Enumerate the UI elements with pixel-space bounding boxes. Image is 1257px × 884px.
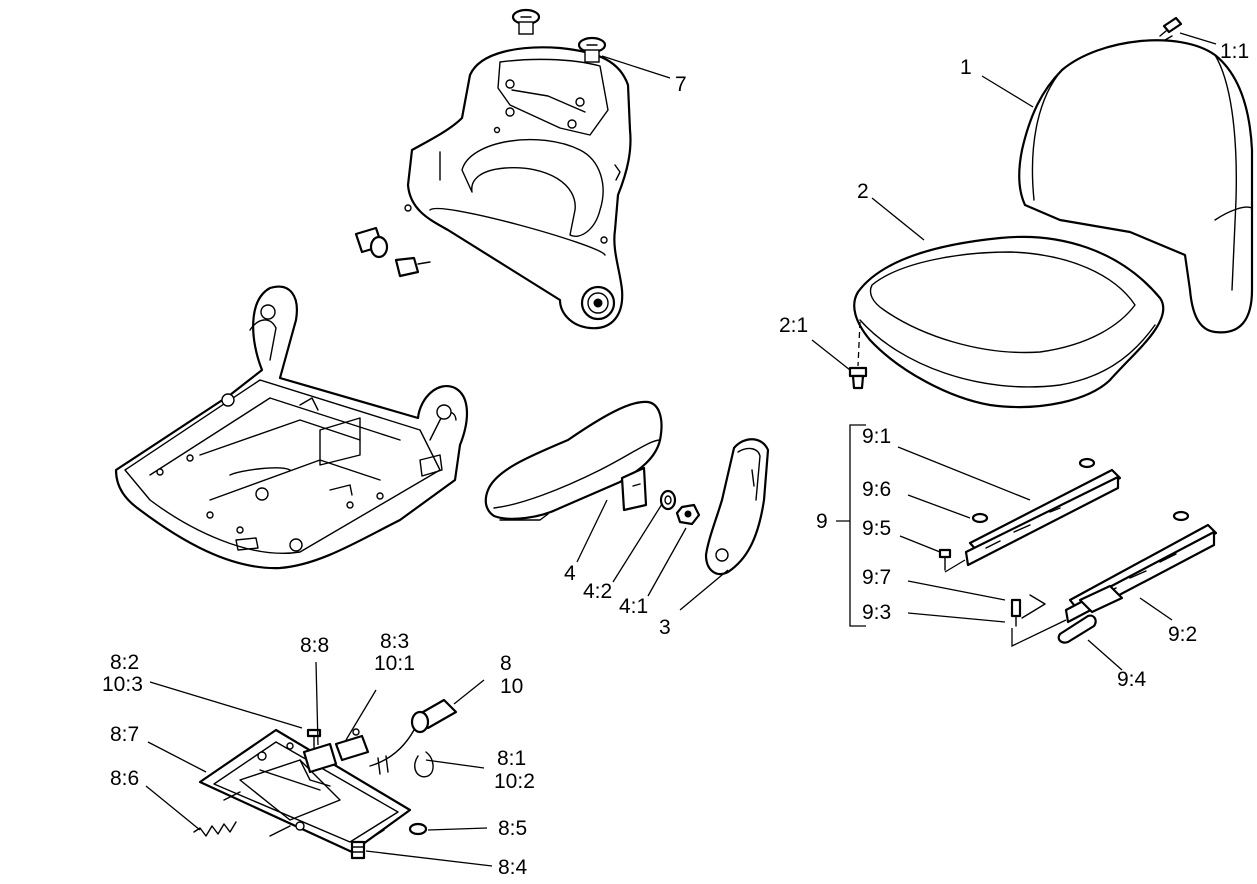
callout-7: 7 [675,73,687,96]
leader-lines [145,32,1217,867]
screw-2-1 [848,321,868,390]
callout-8-7: 8:7 [110,723,139,746]
rod-9-3 [1010,594,1046,627]
callout-1-1: 1:1 [1220,40,1249,63]
callout-8-5: 8:5 [498,817,527,840]
callout-4: 4 [564,562,576,585]
bolt-9-5 [938,548,952,571]
switch-8-3 [334,728,370,762]
spring-8-4 [350,840,366,860]
callout-3: 3 [659,616,671,639]
group-bracket-9 [836,424,866,627]
callout-10-3: 10:3 [102,673,143,696]
seat-cushion [853,235,1165,409]
release-lever-9-4 [1057,614,1097,644]
callout-8-3: 8:3 [380,630,409,653]
screw-1-1 [1159,16,1183,37]
callout-9: 9 [816,510,828,533]
callout-labels: 1:1 1 2 2:1 7 4 4:2 4:1 3 9 9:1 9:6 9:5 … [102,40,1249,879]
callout-9-6: 9:6 [862,478,891,501]
pivot-bushing-and-bolt [354,226,431,278]
callout-8-6: 8:6 [110,767,139,790]
switch-block-8-8 [302,742,338,774]
callout-2: 2 [857,180,869,203]
spring-8-6 [193,821,237,837]
backrest-cushion [1018,35,1254,334]
callout-9-1: 9:1 [862,425,891,448]
callout-9-7: 9:7 [862,566,891,589]
handle-knob-7 [511,8,607,63]
cable-clip-8-1 [414,751,434,778]
callout-9-2: 9:2 [1168,623,1197,646]
slide-rail-9-2 [1064,510,1218,624]
slide-rail-9-1 [964,457,1122,567]
armrest [484,400,663,521]
callout-8-1: 8:1 [497,747,526,770]
callout-2-1: 2:1 [779,314,808,337]
callout-9-5: 9:5 [862,517,891,540]
nut-4-1 [675,503,701,526]
rail-link-line [944,559,1067,648]
callout-4-2: 4:2 [583,580,612,603]
callout-9-4: 9:4 [1117,668,1147,691]
callout-9-3: 9:3 [862,601,891,624]
screw-8-2 [306,728,322,749]
callout-8-2: 8:2 [110,651,139,674]
nut-8-5 [408,822,428,836]
side-cover [704,438,770,576]
callout-10: 10 [500,675,523,698]
callout-8: 8 [500,652,512,675]
washer-4-2 [659,489,677,511]
callout-10-1: 10:1 [374,652,415,675]
connector-8-10 [369,698,458,775]
callout-8-4: 8:4 [498,856,528,879]
callout-10-2: 10:2 [494,770,535,793]
seat-base-frame [114,285,469,570]
callout-8-8: 8:8 [300,634,329,657]
seat-back-frame [404,46,632,330]
heater-plate-8-7 [198,728,412,854]
callout-1: 1 [960,56,972,79]
callout-4-1: 4:1 [619,595,648,618]
